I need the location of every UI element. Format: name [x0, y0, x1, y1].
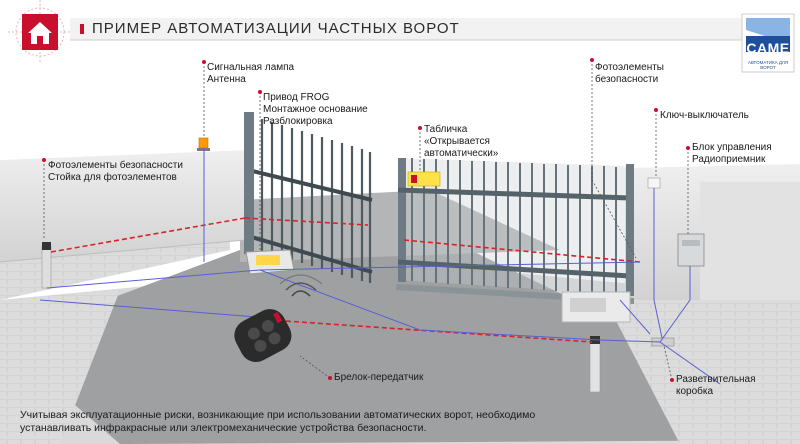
wiring-lines — [39, 148, 721, 385]
label-junction-line2: коробка — [676, 386, 714, 397]
label-sign-line1: Табличка — [424, 124, 468, 135]
page-title: ПРИМЕР АВТОМАТИЗАЦИИ ЧАСТНЫХ ВОРОТ — [92, 20, 460, 37]
label-drive-line1: Привод FROG — [263, 92, 330, 103]
label-control-line1: Блок управления — [692, 142, 772, 153]
footer-line2: устанавливать инфракрасные или электроме… — [20, 422, 427, 434]
wall-left — [0, 144, 248, 263]
key-switch — [647, 177, 661, 189]
label-remote: Брелок-передатчик — [334, 372, 424, 383]
callout-dots — [42, 58, 690, 382]
label-junction-line1: Разветвительная — [676, 374, 756, 385]
sliding-gate-motor — [561, 291, 631, 323]
label-key-switch: Ключ-выключатель — [660, 110, 749, 121]
label-sign: Табличка «Открывается автоматически» — [424, 124, 498, 160]
callout-leaders — [43, 60, 689, 381]
logo-brand: CAME — [746, 40, 790, 56]
footer-line1: Учитывая эксплуатационные риски, возника… — [20, 409, 536, 421]
label-photocells-right: Фотоэлементы безопасности — [595, 62, 664, 86]
label-drive-line3: Разблокировка — [263, 116, 333, 127]
label-control-line2: Радиоприемник — [692, 154, 766, 165]
swing-gate-motor — [245, 249, 295, 275]
label-lamp-line2: Антенна — [207, 74, 246, 85]
photocell-post-right — [589, 336, 601, 393]
label-sign-line3: автоматически» — [424, 148, 499, 159]
label-photocells-left: Фотоэлементы безопасности Стойка для фот… — [48, 160, 183, 184]
label-lamp: Сигнальная лампа Антенна — [207, 62, 294, 86]
came-logo-graphic — [741, 13, 795, 73]
label-photocells-left-line2: Стойка для фотоэлементов — [48, 172, 177, 183]
remote-control — [234, 274, 323, 362]
label-sign-line2: «Открывается — [424, 136, 490, 147]
label-junction: Разветвительная коробка — [676, 374, 756, 398]
house-icon — [8, 0, 72, 64]
label-photocells-right-line2: безопасности — [595, 74, 659, 85]
label-control: Блок управления Радиоприемник — [692, 142, 772, 166]
label-drive-line2: Монтажное основание — [263, 104, 368, 115]
footer-note: Учитывая эксплуатационные риски, возника… — [20, 409, 580, 435]
came-logo: CAME АВТОМАТИКА ДЛЯ ВОРОТ — [742, 20, 794, 80]
photocell-post-left — [41, 242, 52, 289]
header-bar — [70, 18, 742, 41]
gate-sign — [407, 171, 441, 187]
label-photocells-right-line1: Фотоэлементы — [595, 62, 664, 73]
logo-tagline: АВТОМАТИКА ДЛЯ ВОРОТ — [747, 60, 789, 70]
label-drive: Привод FROG Монтажное основание Разблоки… — [263, 92, 368, 128]
label-lamp-line1: Сигнальная лампа — [207, 62, 295, 73]
wall-right — [625, 158, 800, 300]
gate-left — [244, 112, 373, 283]
gate-right-sliding — [396, 158, 634, 304]
control-box — [677, 233, 705, 267]
label-photocells-left-line1: Фотоэлементы безопасности — [48, 160, 183, 171]
